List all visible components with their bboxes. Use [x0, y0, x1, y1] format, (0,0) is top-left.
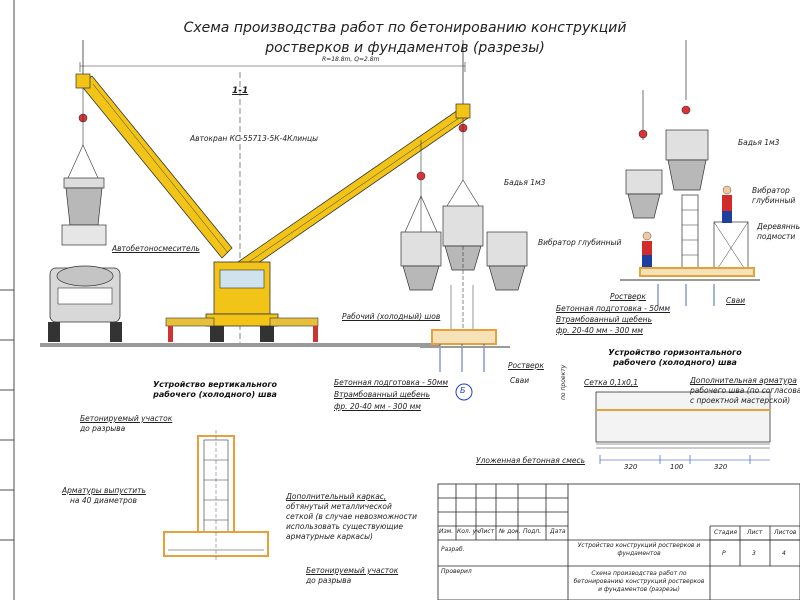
mixer-label: Автобетоносмеситель	[112, 244, 200, 253]
mesh-label: Сетка 0,1х0,1	[584, 378, 639, 387]
right-layer-1: Бетонная подготовка - 50мм	[556, 304, 671, 313]
grillage-middle	[420, 329, 510, 372]
vertical-joint-header-2: рабочего (холодного) шва	[153, 390, 277, 399]
bucket-group-middle	[400, 140, 528, 330]
section-mark: 1-1	[232, 86, 249, 96]
extra-frame-5: арматурные каркасы)	[286, 532, 373, 541]
vertical-joint-header-1: Устройство вертикального	[153, 380, 277, 389]
extra-frame-4: использовать существующие	[286, 522, 403, 531]
vertical-joint-detail	[163, 430, 269, 560]
extra-rebar-1: Дополнительная арматура	[690, 376, 797, 385]
crane-label: Автокран КС-55713-5К-4Клинцы	[190, 134, 319, 143]
crane-booms	[75, 40, 471, 271]
right-piles: Сваи	[726, 296, 746, 305]
right-grillage: Ростверк	[610, 292, 646, 301]
title-block-lines	[437, 483, 800, 600]
circle-mark-label: Б	[460, 386, 466, 395]
concrete-area-top-2: до разрыва	[80, 424, 126, 433]
circle-mark	[455, 383, 473, 401]
extra-frame-1: Дополнительный каркас,	[286, 492, 387, 501]
piles-label: Сваи	[510, 376, 530, 385]
tb-col-kol: Кол. уч	[457, 528, 480, 535]
cold-joint-label: Рабочий (холодный) шов	[342, 312, 441, 321]
rebar-outlet-2: на 40 диаметров	[70, 496, 137, 505]
left-layer-1: Бетонная подготовка - 50мм	[334, 378, 449, 387]
bucket-left-crane	[61, 144, 107, 246]
drawing-title: Схема производства работ по бетонировани…	[183, 20, 627, 56]
crane-truck	[165, 261, 319, 342]
tb-col-izm: Изм.	[439, 528, 454, 535]
tb-col-doc: № док.	[499, 528, 521, 535]
concrete-area-top-1: Бетонируемый участок	[80, 414, 173, 423]
left-frame-strip	[0, 0, 15, 600]
bucket-label-right: Бадья 1м3	[738, 138, 780, 147]
horizontal-joint-header-1: Устройство горизонтального	[608, 348, 742, 357]
tb-developed: Разраб.	[441, 546, 465, 553]
tb-col-sign: Подп.	[523, 528, 542, 535]
tb-sheet-header: Лист	[747, 529, 763, 536]
tb-checked: Проверил	[441, 568, 472, 575]
concrete-area-bottom-2: до разрыва	[306, 576, 352, 585]
concrete-mixer-truck	[48, 265, 122, 342]
bucket-label-left: Бадья 1м3	[504, 178, 546, 187]
right-layer-3: фр. 20-40 мм - 300 мм	[556, 326, 643, 335]
right-layer-2: Втрамбованный щебень	[556, 315, 652, 324]
wood-deck-1: Деревянные	[757, 222, 800, 231]
dim-1: 320	[624, 463, 638, 471]
tb-sheets-header: Листов	[774, 529, 797, 536]
dim-2: 100	[670, 463, 684, 471]
along-project-label: по проекту	[560, 364, 567, 400]
crane-radius-dimension	[79, 62, 466, 345]
vibrator-right-1: Вибратор	[752, 186, 790, 195]
horizontal-joint-header-2: рабочего (холодного) шва	[613, 358, 737, 367]
tb-sheet: 3	[752, 550, 756, 557]
extra-rebar-2: рабочего шва (по согласованию	[690, 386, 800, 395]
horizontal-joint-detail	[595, 391, 771, 464]
tb-col-date: Дата	[550, 528, 566, 535]
extra-rebar-3: с проектной мастерской)	[690, 396, 791, 405]
tb-stage-header: Стадия	[714, 529, 738, 536]
tb-sheets: 4	[782, 550, 786, 557]
dim-3: 320	[714, 463, 728, 471]
left-layer-2: Втрамбованный щебень	[334, 390, 430, 399]
concrete-area-bottom-1: Бетонируемый участок	[306, 566, 399, 575]
tb-object-name: Устройство конструкций ростверков и фунд…	[577, 542, 701, 557]
laid-concrete-label: Уложенная бетонная смесь	[476, 456, 586, 465]
right-scene	[620, 40, 760, 306]
tb-sheet-name: Схема производства работ по бетонировани…	[573, 570, 705, 593]
wood-deck-2: подмости	[757, 232, 796, 241]
vibrator-left: Вибратор глубинный	[538, 238, 622, 247]
crane-params: R=18.8m, Q=2.8m	[322, 56, 380, 63]
ground-line	[40, 343, 440, 347]
grillage-label: Ростверк	[508, 361, 544, 370]
vibrator-right-2: глубинный	[752, 196, 796, 205]
left-layer-3: фр. 20-40 мм - 300 мм	[334, 402, 421, 411]
extra-frame-2: обтянутый металлической	[286, 502, 392, 511]
rebar-outlet-1: Арматуры выпустить	[62, 486, 146, 495]
extra-frame-3: сеткой (в случае невозможности	[286, 512, 417, 521]
tb-stage: Р	[722, 550, 726, 557]
tb-col-list: Лист	[479, 528, 495, 535]
